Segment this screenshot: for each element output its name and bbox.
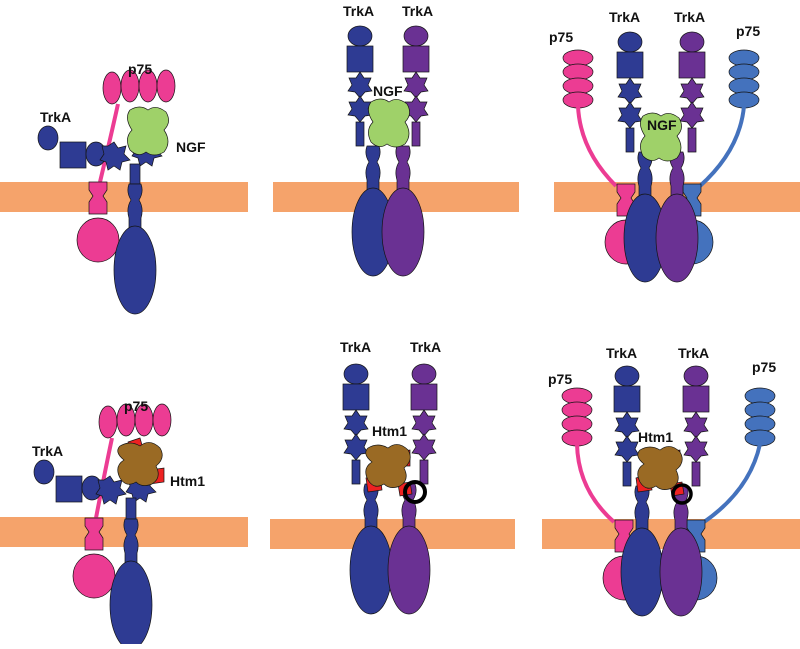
trka-left-ectodomain xyxy=(613,365,641,487)
p75-right-ectodomain xyxy=(744,387,776,447)
trka-right-intracellular xyxy=(381,145,425,277)
label-p75-right: p75 xyxy=(736,23,760,39)
ngf-ligand xyxy=(127,106,169,156)
htm1-ligand xyxy=(117,442,163,486)
trka-left-intracellular xyxy=(620,485,664,617)
phosphorylation-site-ring xyxy=(403,480,427,504)
p75-left-ectodomain xyxy=(562,49,594,109)
label-ngf: NGF xyxy=(647,117,677,133)
p75-right-stalk xyxy=(698,105,746,188)
p75-left-stalk xyxy=(575,443,616,524)
trka-right-ectodomain xyxy=(682,365,710,487)
label-p75-left: p75 xyxy=(548,371,572,387)
p75-left-stalk xyxy=(576,105,618,188)
label-p75-right: p75 xyxy=(752,359,776,375)
trka-right-intracellular xyxy=(387,483,431,615)
trka-left-intracellular xyxy=(349,483,393,615)
label-htm1: Htm1 xyxy=(372,423,407,439)
label-p75: p75 xyxy=(128,61,152,77)
p75-stalk xyxy=(98,103,120,183)
label-trka-right: TrkA xyxy=(678,345,709,361)
p75-right-stalk xyxy=(702,443,762,524)
htm1-ligand xyxy=(365,444,411,488)
label-p75-left: p75 xyxy=(549,29,573,45)
p75-stalk xyxy=(94,437,114,519)
htm1-ligand xyxy=(637,446,683,490)
label-trka-right: TrkA xyxy=(674,9,705,25)
panel-4-trka-p75-htm1: TrkA p75 Htm1 xyxy=(0,398,248,649)
trka-right-ectodomain xyxy=(678,31,706,153)
trka-right-intracellular xyxy=(659,485,703,617)
p75-left-ectodomain xyxy=(561,387,593,447)
trka-left-ectodomain xyxy=(342,363,370,485)
panel-5-trka-dimer-htm1: TrkA TrkA Htm1 xyxy=(270,339,515,615)
label-trka-right: TrkA xyxy=(402,3,433,19)
trka-left-ectodomain xyxy=(616,31,644,153)
label-trka-left: TrkA xyxy=(340,339,371,355)
panel-3-trka-dimer-p75-ngf: p75 TrkA TrkA p75 NGF xyxy=(549,9,800,283)
panel-1-trka-p75-ngf: TrkA p75 NGF xyxy=(0,61,248,315)
label-htm1: Htm1 xyxy=(638,429,673,445)
label-trka: TrkA xyxy=(40,109,71,125)
p75-ectodomain xyxy=(98,403,172,439)
trka-right-intracellular xyxy=(655,151,699,283)
label-trka-left: TrkA xyxy=(609,9,640,25)
label-trka-right: TrkA xyxy=(410,339,441,355)
p75-right-ectodomain xyxy=(728,49,760,109)
panel-6-trka-dimer-p75-htm1: p75 TrkA TrkA p75 Htm1 xyxy=(542,345,800,617)
panel-2-trka-dimer-ngf: TrkA TrkA NGF xyxy=(273,3,519,277)
cell-membrane xyxy=(0,182,248,212)
label-ngf: NGF xyxy=(176,139,206,155)
label-p75: p75 xyxy=(124,398,148,414)
p75-ectodomain xyxy=(102,69,176,105)
label-htm1: Htm1 xyxy=(170,473,205,489)
ngf-ligand xyxy=(368,98,410,148)
trka-right-ectodomain xyxy=(410,363,438,485)
label-trka-left: TrkA xyxy=(606,345,637,361)
label-trka-left: TrkA xyxy=(343,3,374,19)
label-ngf: NGF xyxy=(373,83,403,99)
phosphorylation-site-ring xyxy=(671,483,693,505)
label-trka: TrkA xyxy=(32,443,63,459)
